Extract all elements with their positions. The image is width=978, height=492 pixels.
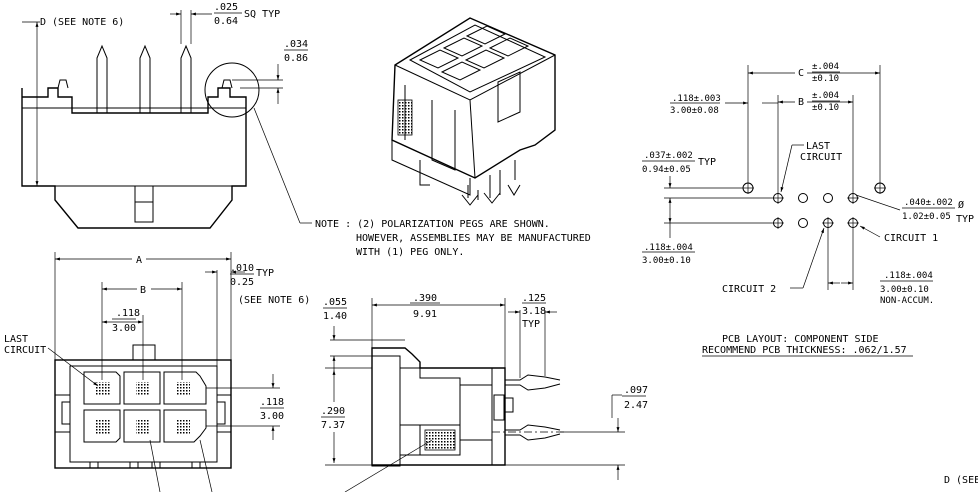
front-pitch-bottom: 3.00 [112, 323, 136, 334]
pcb-hole-bottom: 1.02±0.05 [902, 212, 951, 222]
h1-bottom: 1.40 [323, 311, 347, 322]
pcb-b-label: B [798, 97, 804, 108]
front-a-label: A [136, 255, 142, 266]
pin-bottom: 3.18 [522, 306, 546, 317]
pcb-peg-dia-suffix: TYP [698, 157, 716, 168]
peg-top: .034 [284, 39, 308, 50]
pcb-hole-sym: Ø [958, 199, 964, 211]
pcb-c-label: C [798, 68, 804, 79]
height-top: .290 [321, 406, 345, 417]
pcb-layout: C ±.004 ±0.10 B ±.004 ±0.10 .118±.003 3.… [642, 62, 974, 357]
wall-suffix: TYP [256, 268, 274, 279]
note-line-2: HOWEVER, ASSEMBLIES MAY BE MANUFACTURED [356, 233, 591, 244]
front-last-2: CIRCUIT [4, 345, 46, 356]
isometric-view [391, 17, 556, 206]
pcb-last-2: CIRCUIT [800, 152, 842, 163]
height-bottom: 7.37 [321, 420, 345, 431]
pcb-peg-top: .118±.003 [672, 94, 721, 104]
front-last-1: LAST [4, 334, 28, 345]
pcb-non-accum: NON-ACCUM. [880, 296, 934, 306]
pcb-peg-dia-bottom: 0.94±0.05 [642, 165, 691, 175]
side-d-label: D (SEE NOTE 6) [40, 17, 124, 28]
len-bottom: 9.91 [413, 309, 437, 320]
note-line-3: WITH (1) PEG ONLY. [356, 247, 464, 258]
pcb-hole-suffix: TYP [956, 214, 974, 225]
pcb-c-tol-top: ±.004 [812, 62, 839, 72]
pcb-peg-bottom: 3.00±0.08 [670, 106, 719, 116]
side-view: D (SEE NOTE 6) .025 0.64 SQ TYP .034 0.8… [21, 2, 312, 229]
front-view: A B .118 3.00 LAST CIRCUIT .010 0.25 TYP… [4, 252, 310, 492]
pin-sq-bottom: 0.64 [214, 16, 238, 27]
cavity-grid [83, 371, 207, 443]
pcb-circuit-2: CIRCUIT 2 [722, 284, 776, 295]
pcb-peg-dia-top: .037±.002 [644, 151, 693, 161]
front-b-label: B [140, 285, 146, 296]
note-block: NOTE : (2) POLARIZATION PEGS ARE SHOWN. … [315, 219, 591, 258]
pcb-hole-top: .040±.002 [904, 198, 953, 208]
pcb-row-bottom: 3.00±0.10 [642, 256, 691, 266]
footer-d-note: D (SEE [944, 475, 978, 486]
pcb-c-tol-bottom: ±0.10 [812, 74, 839, 84]
pcb-row-top: .118±.004 [644, 243, 693, 253]
row-pitch-bottom: 3.00 [260, 411, 284, 422]
offset-bottom: 2.47 [624, 400, 648, 411]
wall-bottom: 0.25 [230, 277, 254, 288]
pcb-pitch-bottom: 3.00±0.10 [880, 285, 929, 295]
note-line-1: NOTE : (2) POLARIZATION PEGS ARE SHOWN. [315, 219, 550, 230]
offset-top: .097 [624, 385, 648, 396]
pin-suffix: TYP [522, 319, 540, 330]
peg-bottom: 0.86 [284, 53, 308, 64]
wall-top: .010 [230, 263, 254, 274]
front-pitch-top: .118 [116, 308, 140, 319]
pin-top: .125 [522, 293, 546, 304]
pcb-caption-1: PCB LAYOUT: COMPONENT SIDE [722, 334, 879, 345]
front-see-note: (SEE NOTE 6) [238, 295, 310, 306]
len-top: .390 [413, 293, 437, 304]
pcb-b-tol-bottom: ±0.10 [812, 103, 839, 113]
pcb-holes [742, 182, 886, 229]
pcb-caption-2: RECOMMEND PCB THICKNESS: .062/1.57 [702, 345, 907, 356]
pcb-last-1: LAST [806, 141, 830, 152]
pcb-b-tol-top: ±.004 [812, 91, 839, 101]
pcb-circuit-1: CIRCUIT 1 [884, 233, 938, 244]
pin-sq-suffix: SQ TYP [244, 9, 280, 20]
section-view: .055 1.40 .290 7.37 .390 9.91 .125 3.18 … [320, 293, 648, 492]
h1-top: .055 [323, 297, 347, 308]
pin-sq-top: .025 [214, 2, 238, 13]
pcb-pitch-top: .118±.004 [884, 271, 933, 281]
row-pitch-top: .118 [260, 397, 284, 408]
